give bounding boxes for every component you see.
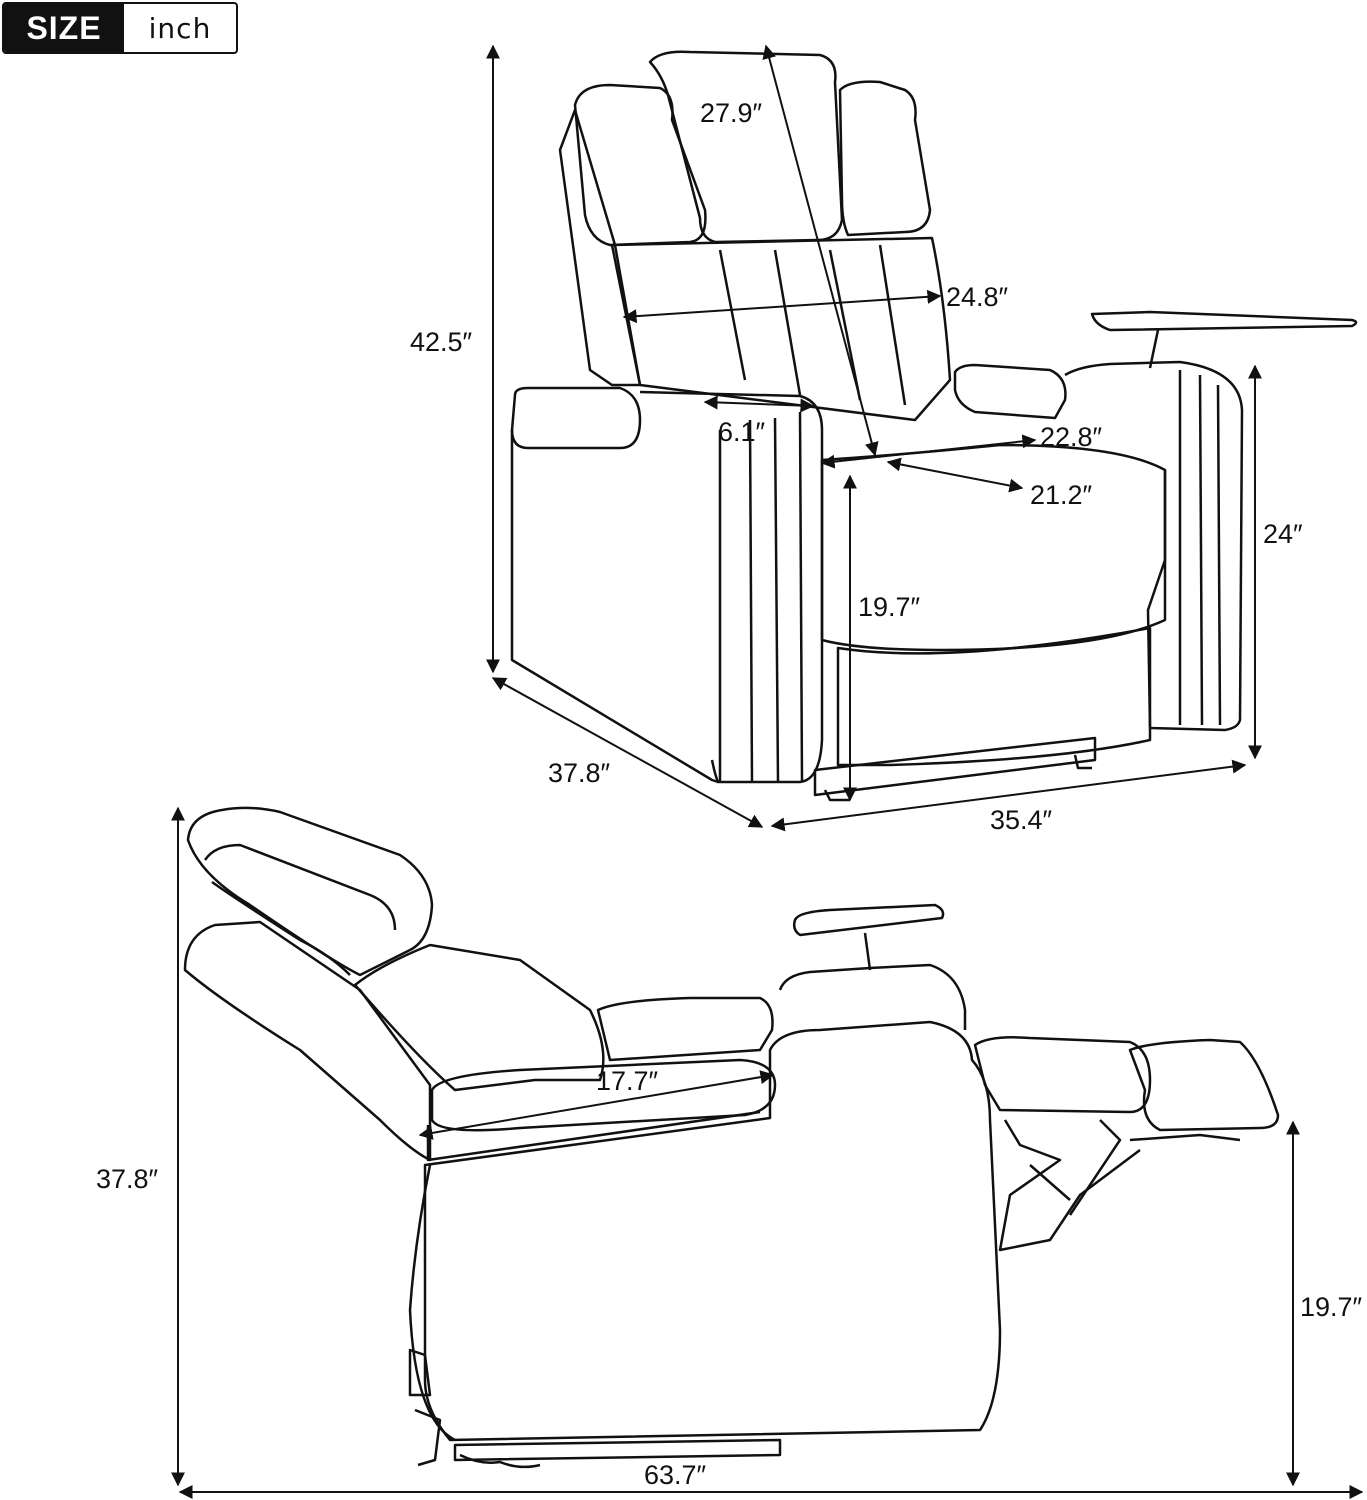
upright-chair-illustration [510, 50, 1358, 802]
size-label: SIZE [4, 4, 124, 52]
arm-length-label: 17.7″ [596, 1066, 659, 1096]
upright-dimension-lines [486, 44, 1262, 832]
reclined-chair-illustration [183, 806, 1280, 1469]
seat-height-label: 19.7″ [858, 592, 921, 622]
width-label: 35.4″ [990, 805, 1053, 835]
arm-height-label: 24″ [1263, 519, 1303, 549]
size-unit-badge: SIZE inch [2, 2, 238, 54]
reclined-length-label: 63.7″ [644, 1460, 707, 1490]
headrest-diagonal-label: 27.9″ [700, 98, 763, 128]
seat-depth-label: 21.2″ [1030, 480, 1093, 510]
depth-label: 37.8″ [548, 758, 611, 788]
footrest-height-label: 19.7″ [1300, 1292, 1363, 1322]
unit-label: inch [148, 11, 212, 45]
overall-height-label: 42.5″ [410, 327, 473, 357]
backrest-width-label: 24.8″ [946, 282, 1009, 312]
reclined-height-label: 37.8″ [96, 1164, 159, 1194]
reclined-dimension-lines [171, 806, 1364, 1499]
seat-width-label: 22.8″ [1040, 422, 1103, 452]
armrest-width-label: 6.1″ [718, 417, 766, 447]
